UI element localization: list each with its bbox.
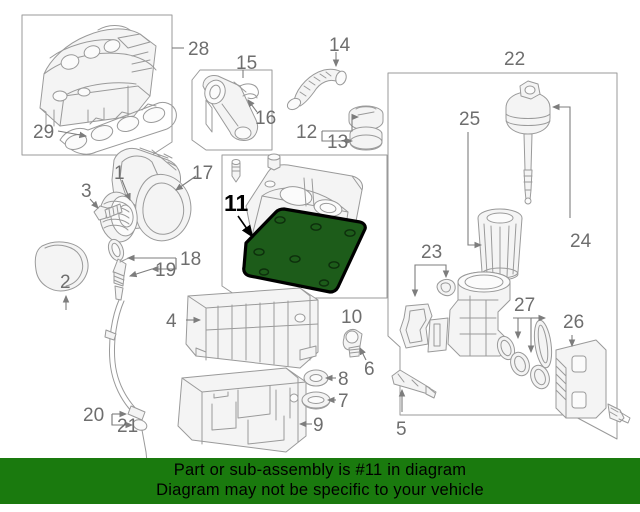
callout-2: 2: [60, 272, 71, 293]
callout-22: 22: [504, 49, 525, 70]
callout-13: 13: [327, 132, 348, 153]
leader-29: [57, 130, 88, 139]
part-14-breather-hose: [286, 68, 347, 111]
callout-6: 6: [364, 359, 375, 380]
callout-24: 24: [570, 231, 592, 252]
callout-1: 1: [114, 163, 125, 184]
part-23-oil-cooler-gasket: [399, 279, 456, 349]
part-8-drain-plug-washer: [303, 369, 329, 387]
group-box-22: [387, 72, 618, 440]
callout-12: 12: [296, 122, 317, 143]
callout-29: 29: [33, 122, 54, 143]
part-27-o-ring-set: [496, 319, 553, 390]
leader-27a: [513, 317, 522, 340]
part-29-intake-manifold-gasket: [59, 101, 177, 155]
callout-7: 7: [338, 391, 349, 412]
callout-27: 27: [514, 295, 535, 316]
callout-20: 20: [83, 405, 104, 426]
leader-1: [121, 179, 131, 202]
leader-23b: [430, 264, 450, 279]
callout-5: 5: [396, 419, 407, 440]
part-9-lower-oil-pan: [177, 367, 307, 453]
part-2-sealing-cap: [34, 241, 89, 292]
callout-23: 23: [421, 242, 442, 263]
leader-3: [89, 198, 99, 209]
group-box-28: [21, 14, 173, 156]
part-13-oil-filler-neck-seal: [349, 126, 383, 151]
part-22-oil-filter-housing: [427, 271, 511, 357]
callout-11: 11: [224, 190, 249, 216]
leader-23a: [411, 264, 430, 298]
leader-27b: [518, 317, 535, 354]
callout-8: 8: [338, 369, 349, 390]
callout-25: 25: [459, 109, 480, 130]
callout-16: 16: [255, 108, 276, 129]
callout-10: 10: [341, 307, 362, 328]
part-3-pulley-bolt: [93, 203, 123, 221]
group-box-15: [191, 69, 273, 151]
leader-11: [237, 215, 254, 238]
callout-26: 26: [563, 312, 584, 333]
leader-6: [359, 347, 367, 361]
callout-4: 4: [166, 311, 177, 332]
banner-line-2: Diagram may not be specific to your vehi…: [156, 481, 484, 499]
diagram-notice-banner: Part or sub-assembly is #11 in diagram D…: [0, 458, 640, 504]
part-18-dipstick-tube: [107, 238, 134, 301]
leader-17: [175, 175, 197, 191]
part-28-intake-manifold: [39, 25, 157, 127]
leader-24: [551, 103, 571, 218]
part-7-drain-plug-seal: [301, 391, 331, 410]
leader-19-arrow: [128, 268, 153, 278]
part-11-valve-cover-gasket-highlighted: [242, 207, 367, 294]
part-26-oil-cooler: [555, 339, 631, 424]
part-4-upper-oil-pan: [185, 287, 319, 369]
leader-13: [321, 131, 354, 145]
callout-19: 19: [155, 260, 176, 281]
leader-25: [467, 132, 483, 249]
banner-line-1: Part or sub-assembly is #11 in diagram: [173, 461, 467, 479]
callout-15: 15: [236, 53, 257, 74]
callout-28: 28: [188, 39, 209, 60]
callout-17: 17: [192, 163, 213, 184]
part-15-bracket: [202, 75, 259, 141]
part-12-oil-filler-cap: [348, 105, 384, 131]
callout-14: 14: [329, 35, 351, 56]
part-5-oil-pan-bolt: [391, 369, 437, 399]
part-20-21-dipstick: [104, 299, 151, 471]
callout-3: 3: [81, 181, 92, 202]
callout-labels: 28 29 15 16 14 12 13 22 25 24 23 27 26 1…: [33, 35, 592, 440]
leader-16: [247, 99, 258, 113]
callout-21: 21: [117, 416, 138, 437]
callout-9: 9: [313, 415, 324, 436]
part-16-clip: [239, 83, 259, 99]
part-25-oil-filter-element: [477, 208, 523, 281]
part-6-oil-drain-plug: [342, 329, 363, 358]
leader-12: [322, 113, 360, 132]
part-24-oil-filter-cap: [505, 80, 551, 205]
callout-18: 18: [180, 249, 201, 270]
